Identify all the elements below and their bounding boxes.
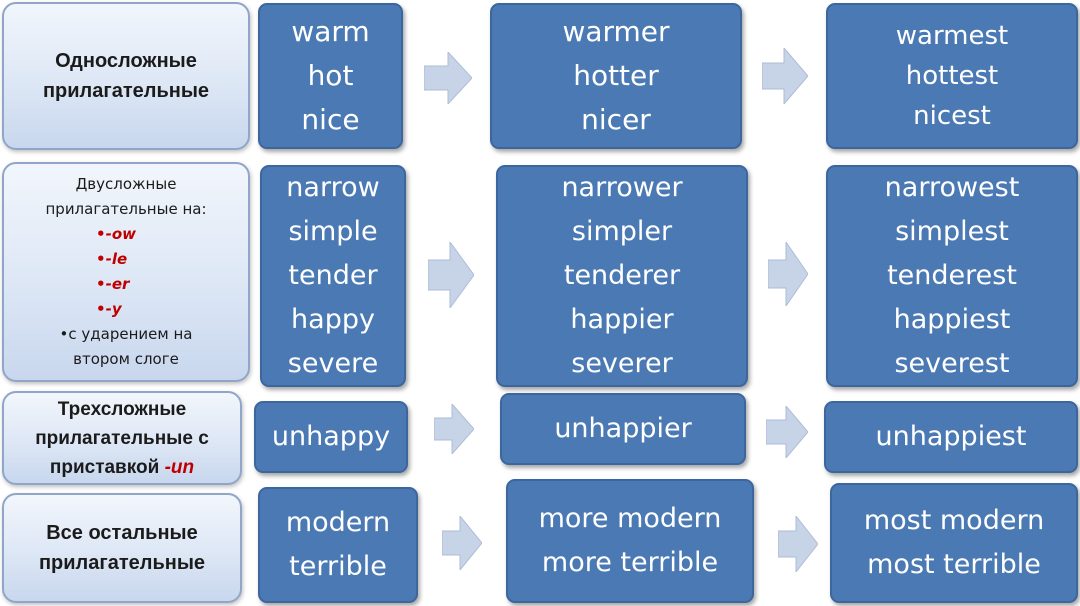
word: narrow <box>286 172 380 203</box>
arrow-right-icon <box>762 48 808 104</box>
category-line: прилагательные <box>42 80 210 102</box>
word: warmer <box>562 15 670 48</box>
category-line: Двусложные <box>75 175 177 193</box>
arrow-right-icon <box>778 516 818 572</box>
superlative-form-box: unhappiest <box>824 401 1078 473</box>
category-line: прилагательные <box>38 552 206 574</box>
word: modern <box>285 507 391 538</box>
category-monosyllabic: Односложные прилагательные <box>2 2 250 150</box>
word: more modern <box>538 503 722 534</box>
word: hottest <box>905 61 999 91</box>
arrow-right-icon <box>434 404 474 454</box>
category-text: приставкой <box>49 456 165 478</box>
base-form-box: unhappy <box>254 401 408 473</box>
word: happier <box>570 304 674 335</box>
word: severest <box>894 348 1010 379</box>
word: simplest <box>895 216 1009 247</box>
word: narrowest <box>884 172 1020 203</box>
word: nicer <box>581 103 651 136</box>
word: warmest <box>895 21 1009 51</box>
word: happy <box>291 304 375 335</box>
comparative-form-box: unhappier <box>500 393 746 465</box>
category-line: Односложные <box>55 50 197 72</box>
word: most terrible <box>867 549 1041 580</box>
word: narrower <box>561 172 683 203</box>
suffix-le: •-le <box>96 250 128 268</box>
word: severer <box>571 348 673 379</box>
base-form-box: modern terrible <box>258 487 418 603</box>
category-line: Трехсложные <box>57 398 187 420</box>
word: terrible <box>289 551 387 582</box>
word: simple <box>288 216 378 247</box>
word: nice <box>301 103 360 136</box>
word: simpler <box>571 216 673 247</box>
word: warm <box>291 15 370 48</box>
word: unhappiest <box>875 421 1027 452</box>
suffix-ow: •-ow <box>96 225 136 243</box>
arrow-right-icon <box>766 406 808 458</box>
suffix-y: •-y <box>96 300 122 318</box>
superlative-form-box: narrowest simplest tenderest happiest se… <box>826 165 1078 387</box>
arrow-right-icon <box>424 52 472 104</box>
category-line: Все остальные <box>46 522 198 544</box>
category-trisyllabic: Трехсложные прилагательные с приставкой … <box>2 391 242 485</box>
word: most modern <box>863 505 1045 536</box>
word: unhappy <box>271 421 391 452</box>
arrow-right-icon <box>442 516 482 570</box>
word: unhappier <box>554 413 692 444</box>
category-line: втором слоге <box>73 350 179 368</box>
category-disyllabic: Двусложные прилагательные на: •-ow •-le … <box>2 162 250 382</box>
category-other: Все остальные прилагательные <box>2 493 242 603</box>
word: happiest <box>893 304 1011 335</box>
base-form-box: narrow simple tender happy severe <box>260 165 406 387</box>
comparative-form-box: warmer hotter nicer <box>490 3 742 149</box>
comparative-form-box: narrower simpler tenderer happier severe… <box>496 165 748 387</box>
word: more terrible <box>541 547 719 578</box>
word: tenderer <box>563 260 681 291</box>
word: tenderest <box>887 260 1017 291</box>
category-line: прилагательные с <box>35 427 209 449</box>
suffix-er: •-er <box>96 275 130 293</box>
category-line: прилагательные на: <box>45 200 207 218</box>
category-line: приставкой -un <box>50 453 194 482</box>
word: hotter <box>573 59 659 92</box>
word: severe <box>287 348 379 379</box>
word: nicest <box>913 101 991 131</box>
word: hot <box>307 59 354 92</box>
superlative-form-box: most modern most terrible <box>830 483 1078 603</box>
comparative-form-box: more modern more terrible <box>506 479 754 603</box>
prefix-un: -un <box>164 456 195 478</box>
word: tender <box>288 260 378 291</box>
superlative-form-box: warmest hottest nicest <box>826 3 1078 149</box>
arrow-right-icon <box>428 242 474 308</box>
category-line: •с ударением на <box>59 325 193 343</box>
base-form-box: warm hot nice <box>258 3 403 149</box>
arrow-right-icon <box>768 242 808 306</box>
